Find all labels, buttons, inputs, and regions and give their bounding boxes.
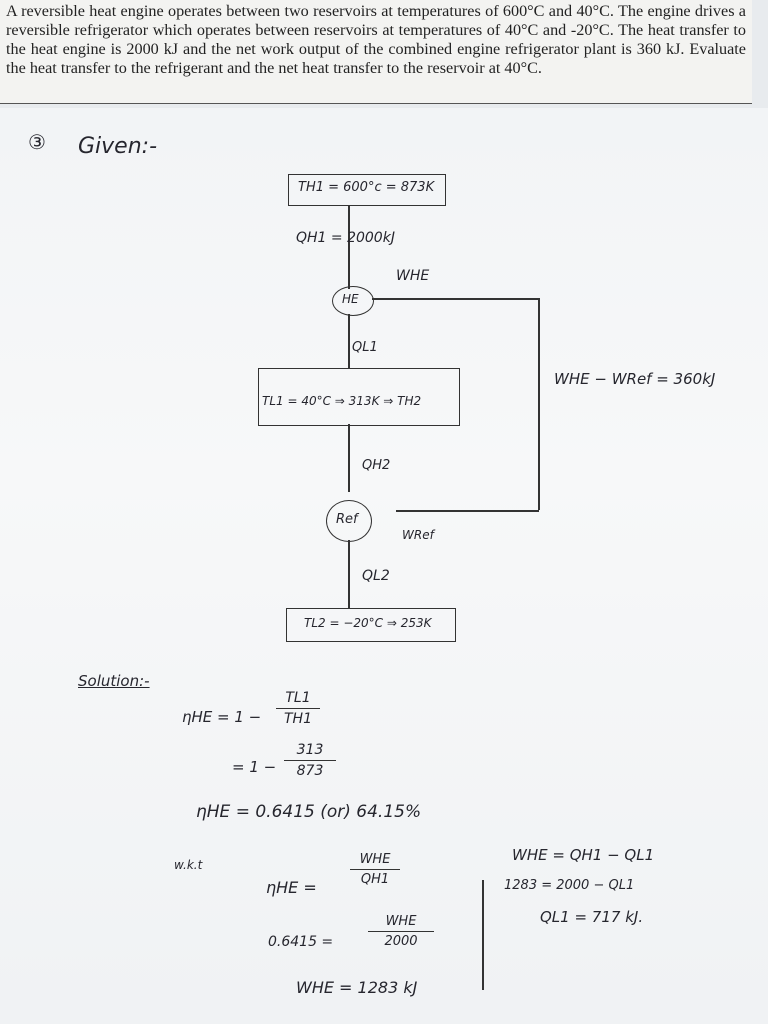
fraction-bar: [284, 760, 336, 761]
th1-reservoir-box: [288, 174, 446, 206]
ql1-label: QL1: [352, 340, 378, 355]
eta2-denominator: QH1: [360, 872, 390, 887]
flow-line-mid: [348, 314, 350, 368]
qh1-label: QH1 = 2000kJ: [296, 230, 395, 246]
tl2-label: TL2 = −20°C ⇒ 253K: [304, 616, 432, 630]
whe-label: WHE: [396, 268, 430, 284]
eta2-lhs: ηHE =: [266, 878, 317, 897]
wkt-label: w.k.t: [174, 858, 203, 872]
work-line-right: [538, 298, 540, 510]
work-line-top: [372, 298, 538, 300]
step2-fraction: 313 873: [284, 742, 336, 779]
eta3-fraction: WHE 2000: [368, 914, 434, 949]
problem-statement: A reversible heat engine operates betwee…: [0, 0, 752, 104]
tl1-reservoir-box: [258, 368, 460, 426]
handwritten-page: ③ Given:- TH1 = 600°c = 873K QH1 = 2000k…: [0, 108, 768, 1024]
right-eq-2: 1283 = 2000 − QL1: [504, 878, 635, 893]
eta3-numerator: WHE: [385, 914, 417, 929]
flow-line-bottom: [348, 540, 350, 608]
step2-denominator: 873: [296, 763, 324, 779]
step2-lhs: = 1 −: [232, 758, 277, 776]
divider-line: [482, 880, 484, 990]
step2-numerator: 313: [296, 742, 324, 758]
tl1-label: TL1 = 40°C ⇒ 313K ⇒ TH2: [262, 394, 422, 408]
eta3-denominator: 2000: [384, 934, 418, 949]
eta2-numerator: WHE: [359, 852, 391, 867]
right-eq-1: WHE = QH1 − QL1: [512, 846, 655, 864]
right-eq-3: QL1 = 717 kJ.: [540, 908, 644, 926]
th1-label: TH1 = 600°c = 873K: [298, 180, 435, 195]
ql2-label: QL2: [362, 568, 390, 584]
work-line-bottom: [396, 510, 539, 512]
eta2-fraction: WHE QH1: [350, 852, 400, 887]
wref-label: WRef: [402, 528, 434, 542]
heat-engine-circle: [332, 286, 374, 316]
he-label: HE: [342, 292, 359, 306]
fraction-bar: [368, 931, 434, 932]
given-heading: Given:-: [78, 134, 158, 159]
eta-result: ηHE = 0.6415 (or) 64.15%: [196, 802, 422, 822]
fraction-bar: [350, 869, 400, 870]
flow-line-top: [348, 205, 350, 289]
eta3-lhs: 0.6415 =: [268, 934, 334, 950]
eta-denominator: TH1: [284, 711, 312, 727]
qh2-label: QH2: [362, 458, 391, 473]
whe-result: WHE = 1283 kJ: [296, 978, 418, 997]
fraction-bar: [276, 708, 320, 709]
eta-lhs: ηHE = 1 −: [182, 708, 262, 726]
ref-label: Ref: [336, 512, 358, 527]
tl2-reservoir-box: [286, 608, 456, 642]
net-work-label: WHE − WRef = 360kJ: [554, 370, 716, 388]
solution-heading: Solution:-: [78, 672, 150, 690]
question-number: ③: [28, 130, 46, 154]
flow-line-lower: [348, 424, 350, 492]
eta-numerator: TL1: [285, 690, 311, 706]
eta-fraction: TL1 TH1: [276, 690, 320, 727]
problem-text: A reversible heat engine operates betwee…: [6, 2, 746, 77]
